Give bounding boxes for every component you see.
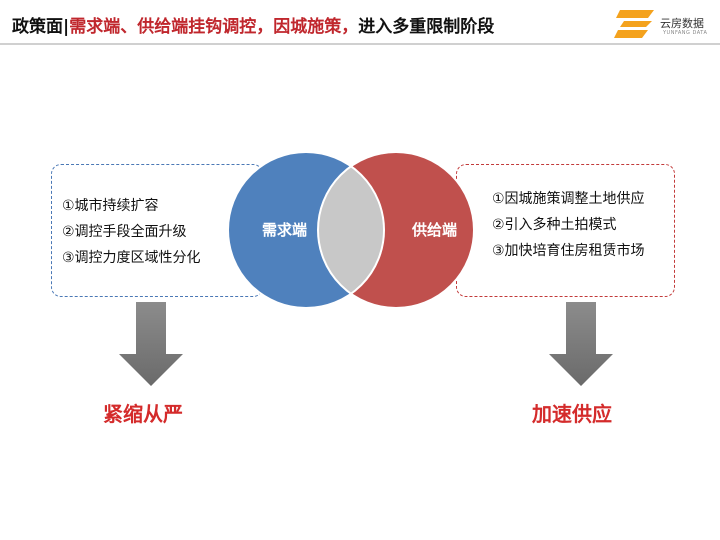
supply-result: 加速供应 xyxy=(532,402,612,426)
list-item: ③调控力度区域性分化 xyxy=(62,250,201,266)
arrow-down-icon xyxy=(549,302,613,386)
demand-label: 需求端 xyxy=(262,221,308,239)
title-suffix: 进入多重限制阶段 xyxy=(358,16,495,37)
list-item: ①城市持续扩容 xyxy=(62,198,159,214)
company-logo: 云房数据 YUNFANG DATA xyxy=(612,6,716,42)
list-item: ③加快培育住房租赁市场 xyxy=(492,243,645,259)
list-item: ②引入多种土拍模式 xyxy=(492,217,617,233)
demand-list: ①城市持续扩容 ②调控手段全面升级 ③调控力度区域性分化 xyxy=(62,193,201,271)
list-item: ②调控手段全面升级 xyxy=(62,224,187,240)
title-highlight: 需求端、供给端挂钩调控，因城施策， xyxy=(69,16,359,37)
list-item: ①因城施策调整土地供应 xyxy=(492,191,645,207)
header-divider xyxy=(0,43,720,45)
logo-name-cn: 云房数据 xyxy=(660,17,704,30)
logo-mark-icon xyxy=(614,10,654,38)
overlap-region xyxy=(318,152,384,308)
venn-diagram xyxy=(227,151,475,309)
title-prefix: 政策面| xyxy=(12,16,70,37)
page-title: 政策面| 需求端、供给端挂钩调控，因城施策， 进入多重限制阶段 xyxy=(12,10,494,38)
demand-result: 紧缩从严 xyxy=(103,402,183,426)
supply-label: 供给端 xyxy=(412,221,458,239)
logo-name-en: YUNFANG DATA xyxy=(663,30,708,36)
arrow-down-icon xyxy=(119,302,183,386)
supply-list: ①因城施策调整土地供应 ②引入多种土拍模式 ③加快培育住房租赁市场 xyxy=(492,186,645,264)
